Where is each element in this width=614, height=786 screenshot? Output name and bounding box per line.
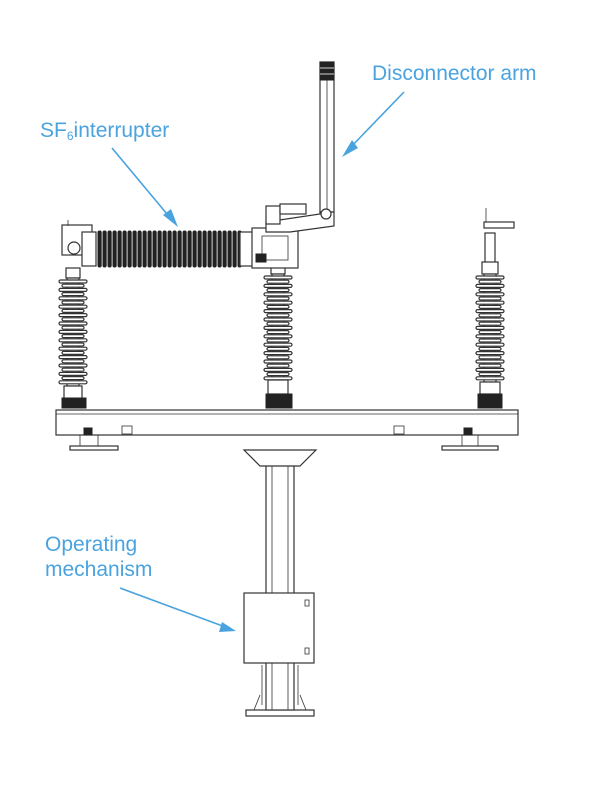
left-insulator: [58, 267, 88, 409]
frame-beam: [55, 409, 519, 451]
support-column: [242, 449, 318, 711]
right-insulator: [475, 208, 515, 409]
middle-insulator: [263, 261, 293, 409]
label-sf6-prefix: SF: [40, 119, 67, 142]
label-sf6-interrupter: SF6interrupter: [40, 118, 169, 149]
leader-arrow-interrupter: [111, 147, 178, 227]
operating-mechanism-box: [243, 592, 315, 664]
label-operating-line2: mechanism: [45, 558, 153, 581]
disconnector-arm: [265, 61, 335, 233]
label-sf6-suffix: interrupter: [73, 119, 170, 142]
label-operating-line1: Operating: [45, 533, 138, 556]
label-disconnector-arm: Disconnector arm: [372, 62, 537, 85]
sf6-interrupter: [61, 220, 299, 269]
label-operating-mechanism: Operating mechanism: [45, 532, 235, 582]
leader-arrow-disconnector: [342, 91, 405, 157]
leader-arrow-operating: [119, 587, 236, 632]
label-sf6-subscript: 6: [66, 129, 74, 143]
